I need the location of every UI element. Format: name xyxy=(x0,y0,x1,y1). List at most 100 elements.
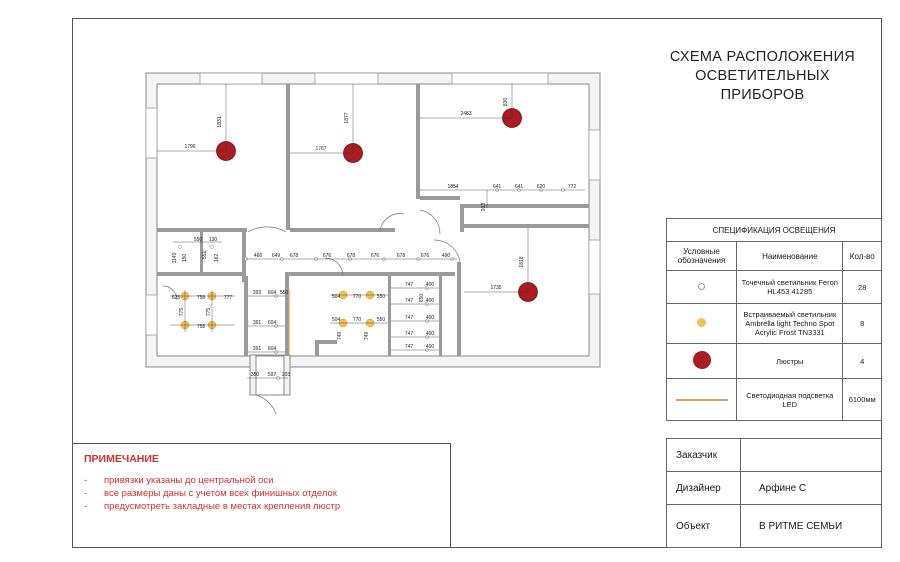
dim-r4-h: 1735 xyxy=(490,285,501,291)
dim-closet-4: 747 xyxy=(405,315,414,321)
dim-bath-spot-3: 775 xyxy=(179,308,185,317)
note-list: -привязки указаны до центральной оси -вс… xyxy=(84,474,340,513)
dim-closet-0: 747 xyxy=(405,282,414,288)
designer-value: Арфине С xyxy=(740,471,882,505)
customer-label: Заказчик xyxy=(666,438,741,472)
dim-ward-7: 749 xyxy=(364,332,370,341)
spec-header-symbol: Условные обозначения xyxy=(665,241,738,271)
point-light-icon xyxy=(698,282,706,290)
dim-corr-c-1: 604 xyxy=(268,346,277,352)
dim-r3-b4: 772 xyxy=(568,184,577,190)
dim-bath-spot-5: 758 xyxy=(197,324,206,330)
dim-bath-top-1: 130 xyxy=(209,237,218,243)
dim-entry-1: 597 xyxy=(268,372,277,378)
spec-row-qty: 28 xyxy=(842,270,882,304)
dim-bath-left-0: 1140 xyxy=(172,252,178,263)
note-title: ПРИМЕЧАНИЕ xyxy=(84,453,159,465)
dim-r3-b3: 620 xyxy=(537,184,546,190)
dim-hall-2: 678 xyxy=(290,253,299,259)
dim-bath-spot-4: 775 xyxy=(206,308,212,317)
dimension-labels: 1831 1796 1877 1767 836 2463 1854 641 64… xyxy=(172,98,577,378)
dim-hall-0: 466 xyxy=(254,253,263,259)
dim-ward-5: 550 xyxy=(377,317,386,323)
dim-r3-v: 836 xyxy=(503,98,509,107)
sheet-frame xyxy=(72,18,882,548)
dim-ward-3: 504 xyxy=(332,317,341,323)
note-item: -предусмотреть закладные в местах крепле… xyxy=(84,501,341,512)
dim-corr-b-0: 391 xyxy=(253,320,262,326)
dim-ward-1: 770 xyxy=(353,294,362,300)
chandelier-icon xyxy=(692,351,711,369)
spec-caption: СПЕЦИФИКАЦИЯ ОСВЕЩЕНИЯ xyxy=(666,218,882,242)
dim-corr-b-1: 604 xyxy=(268,320,277,326)
object-value: В РИТМЕ СЕМЬИ xyxy=(740,504,882,548)
outer-walls xyxy=(145,72,601,396)
spec-row-symbol xyxy=(665,270,738,304)
dim-ward-0: 504 xyxy=(332,294,341,300)
spec-header-qty: Кол-во xyxy=(842,241,882,271)
dim-closet-10: 650 xyxy=(419,294,425,303)
dim-ward-2: 550 xyxy=(377,294,386,300)
title-line-1: СХЕМА РАСПОЛОЖЕНИЯ xyxy=(669,49,856,65)
spot-light-icon xyxy=(697,318,707,327)
spec-row-name: Светодиодная подсветка LED xyxy=(736,378,844,421)
spec-row-name: Встраиваемый светильник Ambrella light T… xyxy=(736,303,844,344)
dim-ward-6: 749 xyxy=(337,332,343,341)
dim-r3-b0: 1854 xyxy=(447,184,458,190)
note-item: -привязки указаны до центральной оси xyxy=(84,475,274,486)
dim-bath-spot-1: 758 xyxy=(197,295,206,301)
dim-closet-1: 400 xyxy=(426,282,435,288)
title-line-2: ОСВЕТИТЕЛЬНЫХ ПРИБОРОВ xyxy=(695,68,830,103)
dim-bath-spot-0: 625 xyxy=(172,295,181,301)
dim-corr-a-0: 393 xyxy=(253,290,262,296)
customer-value xyxy=(740,438,882,472)
dim-corr-a-1: 604 xyxy=(268,290,277,296)
dim-r3-bv: 913 xyxy=(481,203,487,212)
spec-row-name: Люстры xyxy=(736,343,844,379)
spec-row-name: Точечный светильник Feron HL453 41285 xyxy=(736,270,844,304)
note-item: -все размеры даны с учетом всех финишных… xyxy=(84,488,337,499)
dim-bath-top-0: 550 xyxy=(194,237,203,243)
lighting-spec-table: СПЕЦИФИКАЦИЯ ОСВЕЩЕНИЯ Условные обозначе… xyxy=(665,218,882,438)
dim-bath-left-2: 162 xyxy=(214,254,220,263)
spec-row-qty: 6100мм xyxy=(842,378,882,421)
dim-closet-5: 400 xyxy=(426,315,435,321)
spec-row-symbol xyxy=(665,378,738,421)
dim-hall-7: 490 xyxy=(442,253,451,259)
dim-corr-a-2: 550 xyxy=(280,290,289,296)
dim-entry-2: 203 xyxy=(282,372,291,378)
dim-r3-b2: 641 xyxy=(515,184,524,190)
interior-walls xyxy=(157,84,589,356)
spec-row-symbol xyxy=(665,343,738,379)
door-swings xyxy=(162,209,461,415)
dim-hall-6b: 676 xyxy=(421,253,430,259)
dimension-lines xyxy=(157,84,585,379)
dim-r1-v: 1831 xyxy=(217,116,223,127)
title-block: Заказчик Дизайнер Арфине С Объект В РИТМ… xyxy=(666,438,882,548)
spec-row-qty: 4 xyxy=(842,343,882,379)
dim-r2-h: 1767 xyxy=(315,146,326,152)
dim-closet-3: 400 xyxy=(426,298,435,304)
dim-closet-7: 400 xyxy=(426,331,435,337)
dim-hall-1: 649 xyxy=(272,253,281,259)
dim-corr-c-0: 391 xyxy=(253,346,262,352)
dim-hall-3: 676 xyxy=(323,253,332,259)
dim-entry-0: 350 xyxy=(251,372,260,378)
dim-r3-h: 2463 xyxy=(460,111,471,117)
dim-hall-6: 678 xyxy=(397,253,406,259)
dim-r4-v: 1818 xyxy=(519,256,525,267)
spec-row-symbol xyxy=(665,303,738,344)
dim-r1-h: 1796 xyxy=(184,144,195,150)
dim-r3-b1: 641 xyxy=(493,184,502,190)
note-frame xyxy=(72,443,451,548)
led-strip-icon xyxy=(675,399,728,401)
object-label: Объект xyxy=(666,504,741,548)
dim-bath-spot-2: 777 xyxy=(224,295,233,301)
dim-ward-4: 770 xyxy=(353,317,362,323)
dim-closet-9: 400 xyxy=(426,344,435,350)
dim-r2-v: 1877 xyxy=(344,112,350,123)
dim-closet-6: 747 xyxy=(405,331,414,337)
dim-closet-2: 747 xyxy=(405,298,414,304)
designer-label: Дизайнер xyxy=(666,471,741,505)
